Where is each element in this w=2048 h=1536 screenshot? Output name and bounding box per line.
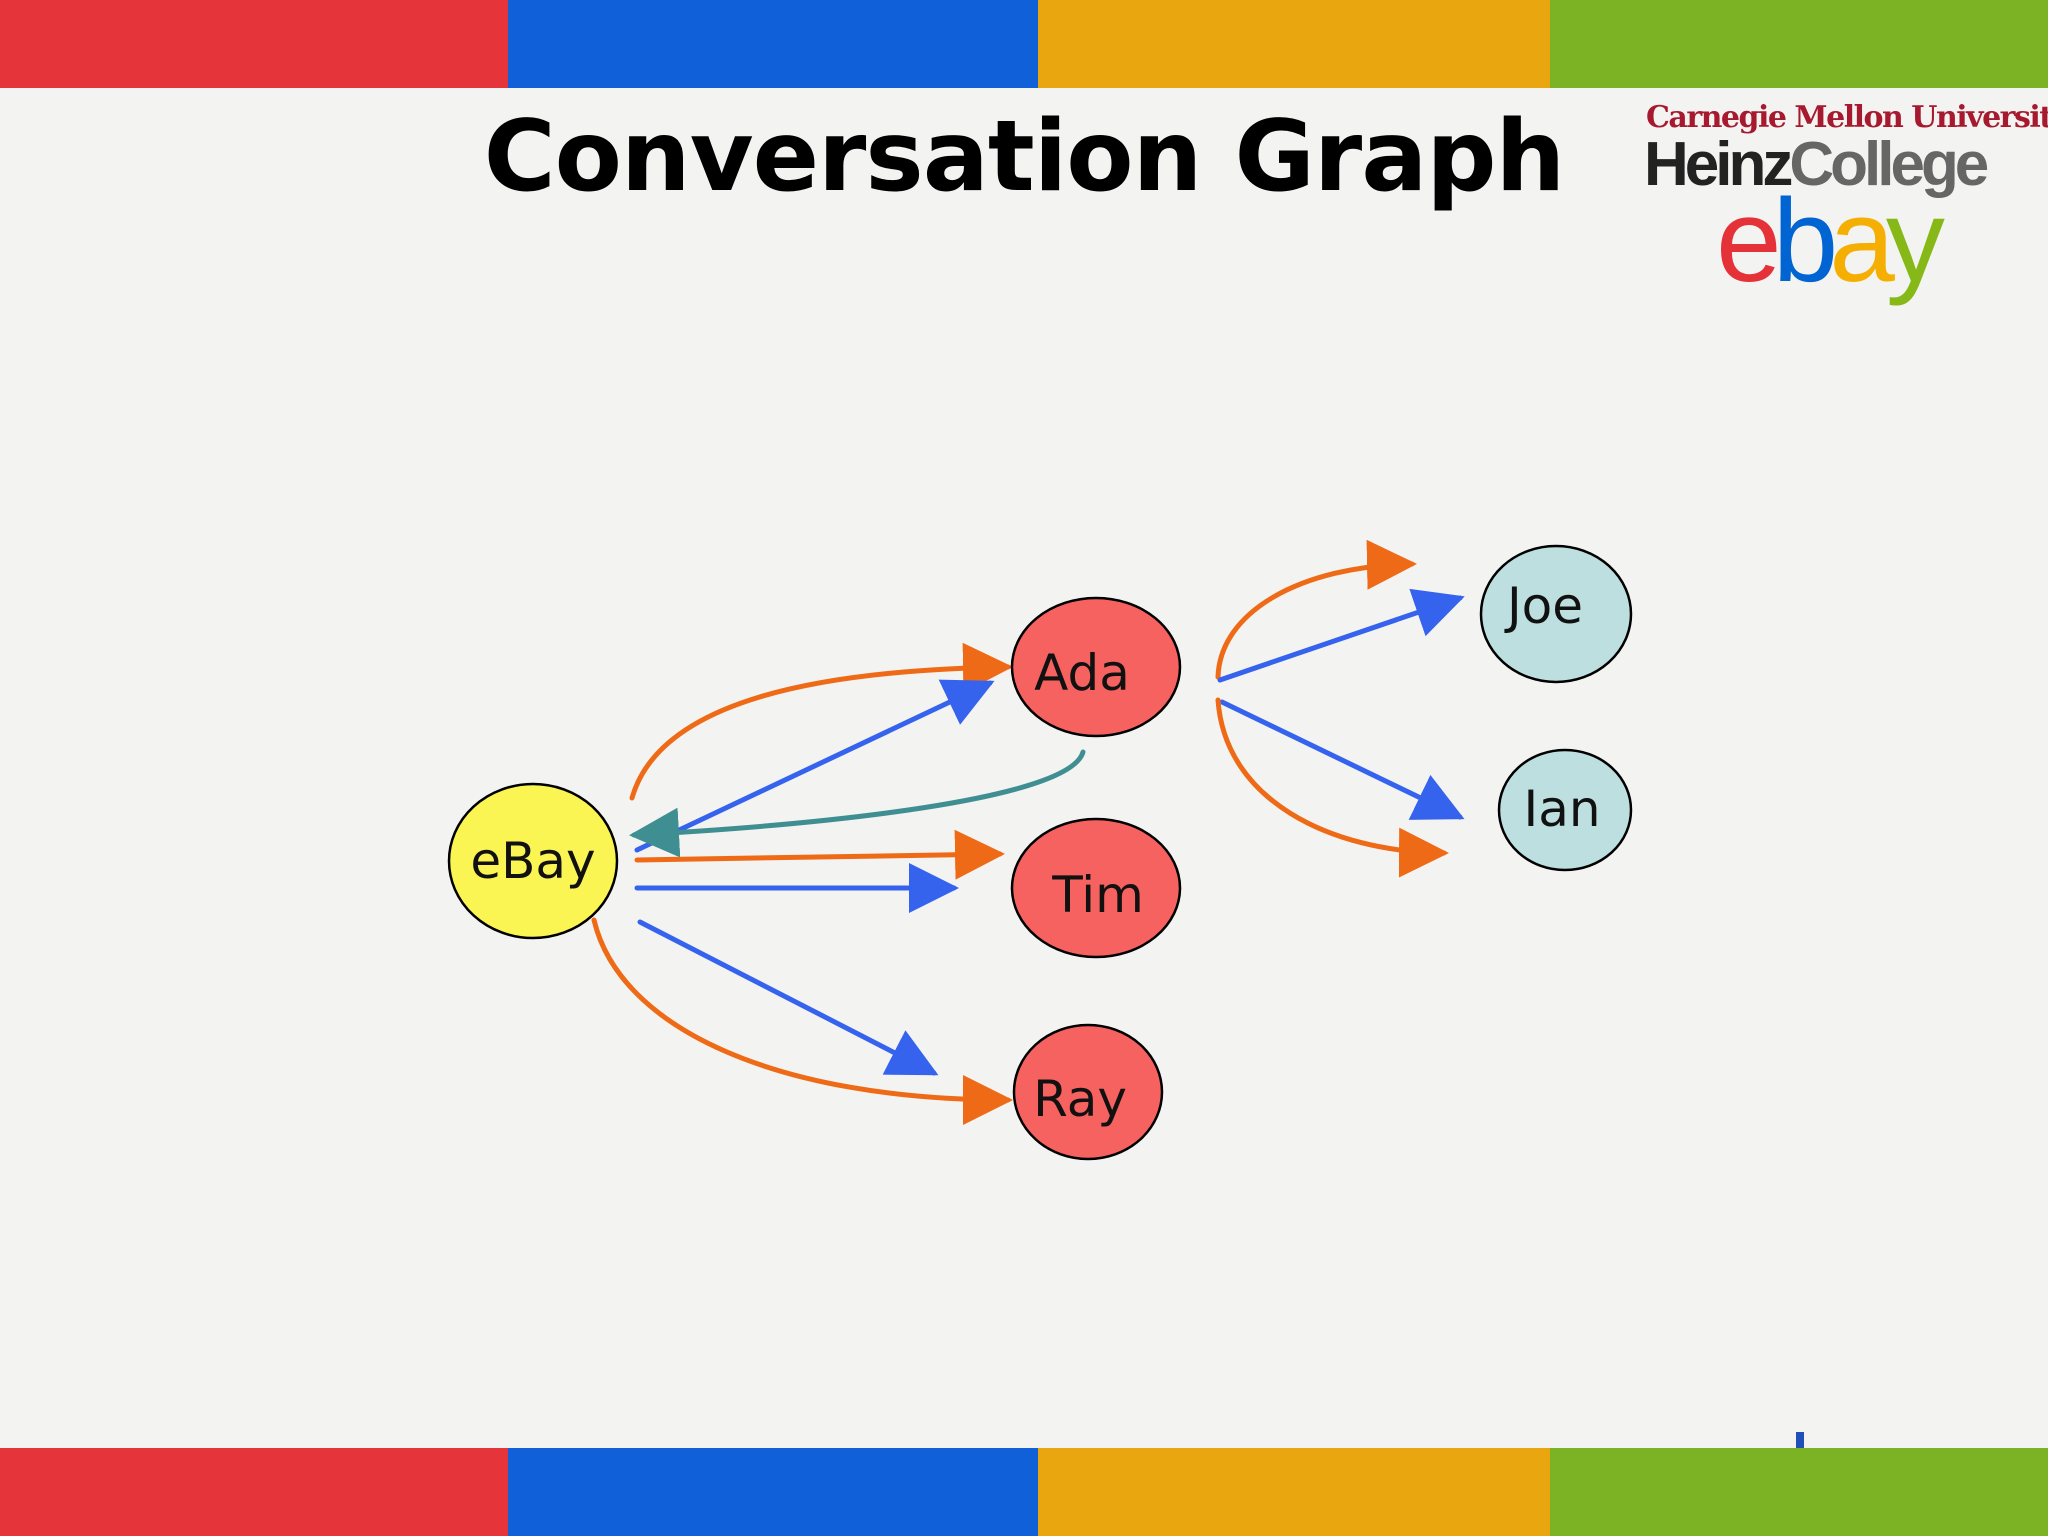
node-joe-shape <box>1479 544 1633 684</box>
node-ray: Ray <box>1012 1023 1164 1161</box>
college-name: HeinzCollege <box>1644 134 1989 196</box>
college-name-part1: Heinz <box>1644 130 1793 199</box>
band-segment-orange <box>1038 0 1550 88</box>
node-ian-label: Ian <box>1523 780 1600 838</box>
node-ian-shape <box>1497 748 1633 872</box>
edge-ada-ian-blue <box>1219 699 1465 820</box>
slide-title: Conversation Graph <box>483 100 1566 214</box>
node-ray-label: Ray <box>1033 1070 1127 1128</box>
node-ada-label: Ada <box>1034 644 1130 702</box>
node-ray-shape <box>1012 1023 1164 1161</box>
node-ebay: eBay <box>447 782 619 940</box>
band-segment-orange <box>1038 1448 1550 1536</box>
logo-block: Carnegie Mellon University HeinzCollege … <box>1644 100 2048 310</box>
slide-corner-mark <box>1796 1432 1804 1450</box>
ebay-logo-letter: b <box>1772 175 1839 307</box>
edges <box>591 539 1465 1125</box>
ebay-logo-letter: y <box>1885 175 1945 307</box>
edge-ada-ebay-teal <box>629 749 1086 858</box>
nodes: eBay Ada Tim Ray Joe Ian <box>447 544 1633 1161</box>
edge-ebay-ray-orange <box>591 917 1013 1125</box>
band-segment-blue <box>508 0 1038 88</box>
band-segment-red <box>0 0 508 88</box>
node-tim-shape <box>1010 817 1182 959</box>
band-segment-green <box>1550 0 2048 88</box>
top-color-band <box>0 0 2048 88</box>
college-name-part2: College <box>1789 130 1989 199</box>
bottom-color-band <box>0 1448 2048 1536</box>
node-tim-label: Tim <box>1051 866 1144 924</box>
node-tim: Tim <box>1010 817 1182 959</box>
node-ebay-label: eBay <box>470 832 595 890</box>
band-segment-blue <box>508 1448 1038 1536</box>
ebay-logo-letter: a <box>1829 175 1895 307</box>
node-joe-label: Joe <box>1504 577 1583 635</box>
edge-ebay-ada-blue <box>634 679 995 853</box>
node-ian: Ian <box>1497 748 1633 872</box>
node-joe: Joe <box>1479 544 1633 684</box>
edge-ebay-tim-orange <box>634 829 1005 880</box>
node-ada-shape <box>1010 596 1182 738</box>
band-segment-green <box>1550 1448 2048 1536</box>
node-ebay-shape <box>447 782 619 940</box>
ebay-logo: ebay <box>1716 182 1945 300</box>
edge-ebay-ray-blue <box>637 919 939 1076</box>
ebay-logo-letter: e <box>1716 175 1782 307</box>
band-segment-red <box>0 1448 508 1536</box>
university-name: Carnegie Mellon University <box>1646 100 2048 135</box>
edge-ada-ian-orange <box>1215 697 1449 878</box>
edge-ebay-ada-orange <box>629 642 1013 801</box>
edge-ada-joe-orange <box>1215 539 1417 680</box>
edge-ada-joe-blue <box>1217 588 1465 683</box>
node-ada: Ada <box>1010 596 1182 738</box>
